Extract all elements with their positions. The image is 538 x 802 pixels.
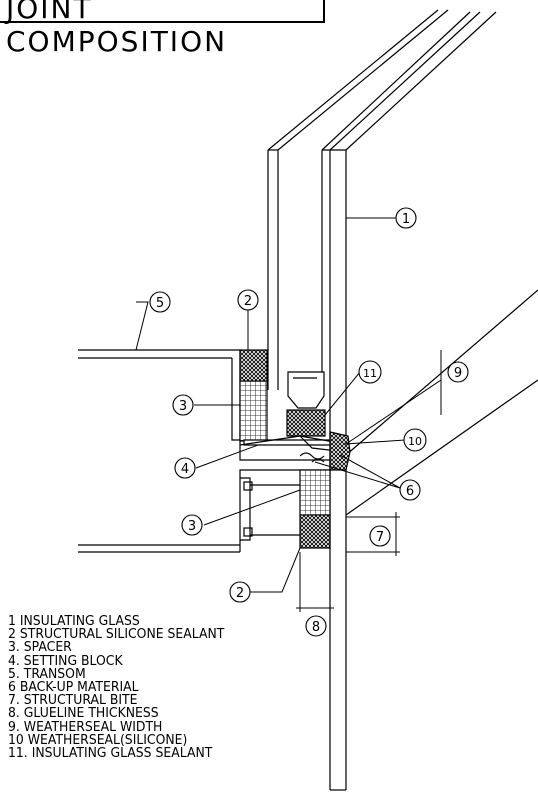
svg-text:1: 1	[402, 212, 410, 227]
legend-item: 1 INSULATING GLASS	[8, 613, 140, 629]
spacer-lower	[299, 469, 331, 516]
leader-10	[344, 439, 406, 445]
dim-7	[346, 512, 400, 556]
insulating-glass	[267, 9, 538, 791]
svg-text:4: 4	[181, 462, 189, 477]
legend-item: 6 BACK-UP MATERIAL	[8, 679, 139, 696]
callout-9: 9	[447, 361, 469, 383]
legend-item: 8. GLUELINE THICKNESS	[8, 705, 159, 722]
svg-text:8: 8	[312, 620, 320, 635]
svg-text:3: 3	[179, 399, 187, 414]
callout-6: 6	[399, 479, 421, 501]
legend-item: 4. SETTING BLOCK	[8, 652, 123, 669]
svg-text:2: 2	[236, 586, 244, 601]
svg-text:3: 3	[188, 519, 196, 534]
callout-5: 5	[149, 291, 171, 313]
legend-item: 3. SPACER	[8, 639, 72, 656]
ig-sealant	[286, 409, 326, 437]
legend-item: 10 WEATHERSEAL(SILICONE)	[8, 731, 188, 748]
callout-4: 4	[174, 457, 196, 479]
svg-text:6: 6	[406, 484, 414, 499]
svg-text:10: 10	[408, 435, 422, 448]
callout-8: 8	[305, 615, 327, 637]
title-box: JOINT COMPOSITION	[0, 0, 325, 58]
svg-text:9: 9	[454, 366, 462, 381]
svg-text:5: 5	[156, 296, 164, 311]
legend: 1 INSULATING GLASS 2 STRUCTURAL SILICONE…	[8, 613, 225, 762]
sealant-upper	[239, 349, 268, 382]
callout-2-upper: 2	[237, 289, 259, 311]
diagram-title: JOINT COMPOSITION	[6, 0, 228, 58]
callout-10: 10	[403, 428, 427, 452]
legend-item: 2 STRUCTURAL SILICONE SEALANT	[8, 626, 225, 643]
svg-text:2: 2	[244, 294, 252, 309]
callout-1: 1	[395, 207, 417, 229]
dim-8	[296, 552, 334, 612]
dim-9	[345, 350, 442, 445]
legend-item: 11. INSULATING GLASS SEALANT	[8, 745, 213, 762]
callout-3-lower: 3	[181, 514, 203, 536]
spacer-upper	[239, 380, 268, 442]
callout-7: 7	[369, 525, 391, 547]
leader-11	[324, 371, 361, 416]
ig-spacer	[287, 371, 325, 409]
backup-material	[299, 452, 325, 460]
callout-3-upper: 3	[172, 394, 194, 416]
svg-text:11: 11	[363, 367, 377, 380]
svg-text:7: 7	[376, 530, 384, 545]
leader-6	[314, 454, 401, 489]
legend-item: 5. TRANSOM	[8, 665, 86, 682]
legend-item: 9. WEATHERSEAL WIDTH	[8, 718, 163, 735]
leader-2b	[250, 547, 301, 593]
callout-2-lower: 2	[229, 581, 251, 603]
legend-item: 7. STRUCTURAL BITE	[8, 692, 138, 709]
leader-3b	[203, 489, 301, 526]
callout-11: 11	[358, 360, 382, 384]
sealant-lower	[299, 514, 331, 549]
weatherseal	[329, 431, 351, 471]
leader-4	[195, 444, 259, 469]
leader-5	[135, 301, 149, 351]
